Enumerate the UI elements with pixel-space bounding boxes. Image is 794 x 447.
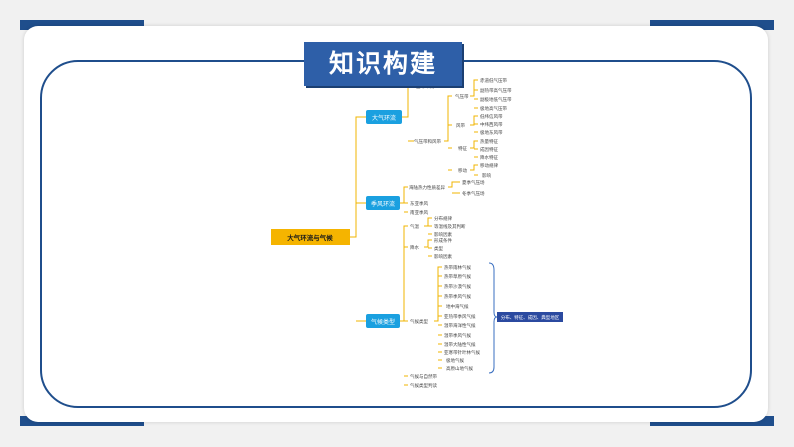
node-climate-item: 温带海洋性气候	[444, 322, 476, 329]
node-climate-item: 热带沙漠气候	[444, 283, 471, 290]
root-node	[271, 229, 350, 245]
node-climate-item: 温带季风气候	[444, 332, 471, 339]
node-feature: 特征	[458, 145, 467, 152]
node-rainfall: 降水	[410, 244, 419, 251]
summary-node	[497, 312, 563, 322]
node-land-sea: 海陆热力性质差异	[409, 184, 445, 191]
node-pressure-item: 赤道低气压带	[480, 77, 507, 84]
node-climate-item: 高原山地气候	[446, 365, 473, 372]
node-pressure-item: 副热带高气压带	[480, 87, 512, 94]
node-pressure-item: 副极地低气压带	[480, 96, 512, 103]
node-land-sea-item: 冬季气压场	[462, 190, 485, 197]
node-temp-item: 分布规律	[434, 215, 452, 222]
branch-node-circulation	[366, 110, 402, 124]
content-card	[24, 26, 768, 422]
node-pressure-item: 极地高气压带	[480, 105, 507, 112]
branch-label-climate: 气候类型	[371, 318, 395, 326]
node-climate-item: 热带雨林气候	[444, 264, 471, 271]
node-climate-reading: 气候类型判读	[410, 382, 437, 389]
node-global-wind: 全球环流	[416, 83, 434, 90]
branch-node-climate	[366, 314, 400, 328]
node-climate-item: 地中海气候	[446, 303, 469, 310]
node-climate-item: 温带大陆性气候	[444, 341, 476, 348]
title-banner: 知识构建	[304, 42, 462, 86]
node-wind-item: 极地东风带	[480, 129, 503, 136]
node-climate-item: 亚寒带针叶林气候	[444, 349, 480, 356]
node-rain-item: 影响因素	[434, 253, 452, 260]
node-move-item: 影响	[482, 172, 491, 179]
branch-node-monsoon	[366, 196, 400, 210]
node-rain-item: 形成条件	[434, 237, 452, 244]
node-climate-type: 气候类型	[410, 318, 428, 325]
node-south-asia: 南亚季风	[410, 209, 428, 216]
node-temp-item: 影响因素	[434, 231, 452, 238]
node-climate-item: 热带季风气候	[444, 293, 471, 300]
node-climate-item: 热带草原气候	[444, 273, 471, 280]
summary-node-label: 分布、特征、成因、典型地区	[501, 314, 560, 321]
corner-top-left	[20, 20, 144, 30]
node-east-asia: 东亚季风	[410, 200, 428, 207]
node-wind-belt: 风带	[456, 123, 465, 129]
node-wind-item: 中纬西风带	[480, 121, 503, 128]
node-feature-item: 降水特征	[480, 154, 498, 161]
node-feature-item: 成因特征	[480, 146, 498, 153]
node-land-sea-item: 夏季气压场	[462, 179, 485, 186]
branch-label-circulation: 大气环流	[372, 114, 396, 122]
root-node-label: 大气环流与气候	[287, 233, 333, 242]
node-move: 移动	[458, 167, 467, 174]
node-climate-item: 亚热带季风气候	[444, 313, 476, 320]
corner-top-right	[650, 20, 774, 30]
node-move-item: 移动规律	[480, 162, 498, 169]
node-temp-item: 等温线及其判断	[434, 223, 466, 230]
node-climate-zone: 气候与自然带	[410, 373, 437, 380]
node-rain-item: 类型	[434, 245, 443, 252]
node-pressure-wind: 气压带和风带	[414, 138, 441, 145]
node-pressure-belt: 气压带	[455, 93, 469, 100]
node-feature-item: 热量特征	[480, 138, 498, 145]
node-wind-item: 低纬信风带	[480, 113, 503, 120]
node-temperature: 气温	[410, 223, 419, 230]
branch-label-monsoon: 季风环流	[371, 200, 395, 208]
node-climate-item: 极地气候	[446, 357, 464, 364]
